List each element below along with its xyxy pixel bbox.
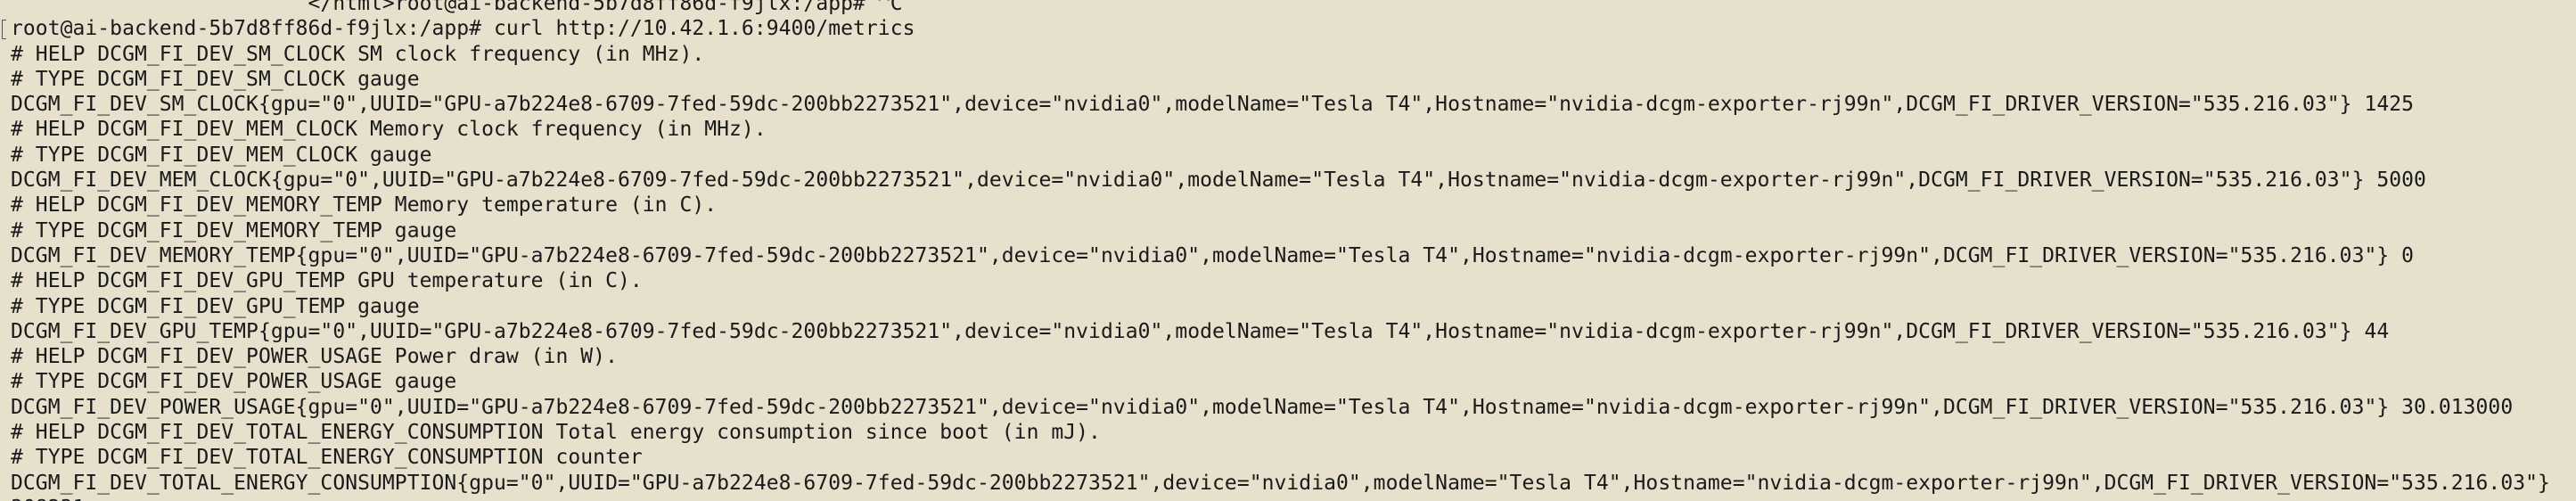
terminal-line: # TYPE DCGM_FI_DEV_SM_CLOCK gauge <box>11 67 420 91</box>
terminal-line: DCGM_FI_DEV_GPU_TEMP{gpu="0",UUID="GPU-a… <box>11 319 2390 343</box>
terminal-line: # HELP DCGM_FI_DEV_POWER_USAGE Power dra… <box>11 345 618 369</box>
terminal-line: DCGM_FI_DEV_POWER_USAGE{gpu="0",UUID="GP… <box>11 395 2514 419</box>
terminal-line: </html>root@ai-backend-5b7d8ff86d-f9jlx:… <box>11 0 903 15</box>
terminal-line: # TYPE DCGM_FI_DEV_MEMORY_TEMP gauge <box>11 218 457 242</box>
terminal-line: # HELP DCGM_FI_DEV_TOTAL_ENERGY_CONSUMPT… <box>11 421 1101 445</box>
terminal-line: 308231 <box>11 496 2550 501</box>
terminal-line: # TYPE DCGM_FI_DEV_MEM_CLOCK gauge <box>11 143 432 167</box>
terminal-line: DCGM_FI_DEV_TOTAL_ENERGY_CONSUMPTION{gpu… <box>11 471 2550 495</box>
terminal-line: # TYPE DCGM_FI_DEV_GPU_TEMP gauge <box>11 294 420 318</box>
prompt-mark-icon <box>2 20 6 40</box>
terminal-line: DCGM_FI_DEV_SM_CLOCK{gpu="0",UUID="GPU-a… <box>11 93 2415 117</box>
terminal-line: # HELP DCGM_FI_DEV_MEMORY_TEMP Memory te… <box>11 193 718 218</box>
terminal-line: DCGM_FI_DEV_MEMORY_TEMP{gpu="0",UUID="GP… <box>11 243 2415 267</box>
terminal-line: root@ai-backend-5b7d8ff86d-f9jlx:/app# c… <box>2 16 2550 41</box>
terminal-line: # HELP DCGM_FI_DEV_SM_CLOCK SM clock fre… <box>11 42 705 66</box>
terminal-line: # TYPE DCGM_FI_DEV_TOTAL_ENERGY_CONSUMPT… <box>11 446 643 470</box>
command-text: root@ai-backend-5b7d8ff86d-f9jlx:/app# c… <box>11 17 915 41</box>
terminal-line: # HELP DCGM_FI_DEV_MEM_CLOCK Memory cloc… <box>11 118 767 142</box>
terminal-line: DCGM_FI_DEV_MEM_CLOCK{gpu="0",UUID="GPU-… <box>11 168 2426 193</box>
terminal-line: # HELP DCGM_FI_DEV_GPU_TEMP GPU temperat… <box>11 269 643 293</box>
terminal-line: # TYPE DCGM_FI_DEV_POWER_USAGE gauge <box>11 370 457 394</box>
